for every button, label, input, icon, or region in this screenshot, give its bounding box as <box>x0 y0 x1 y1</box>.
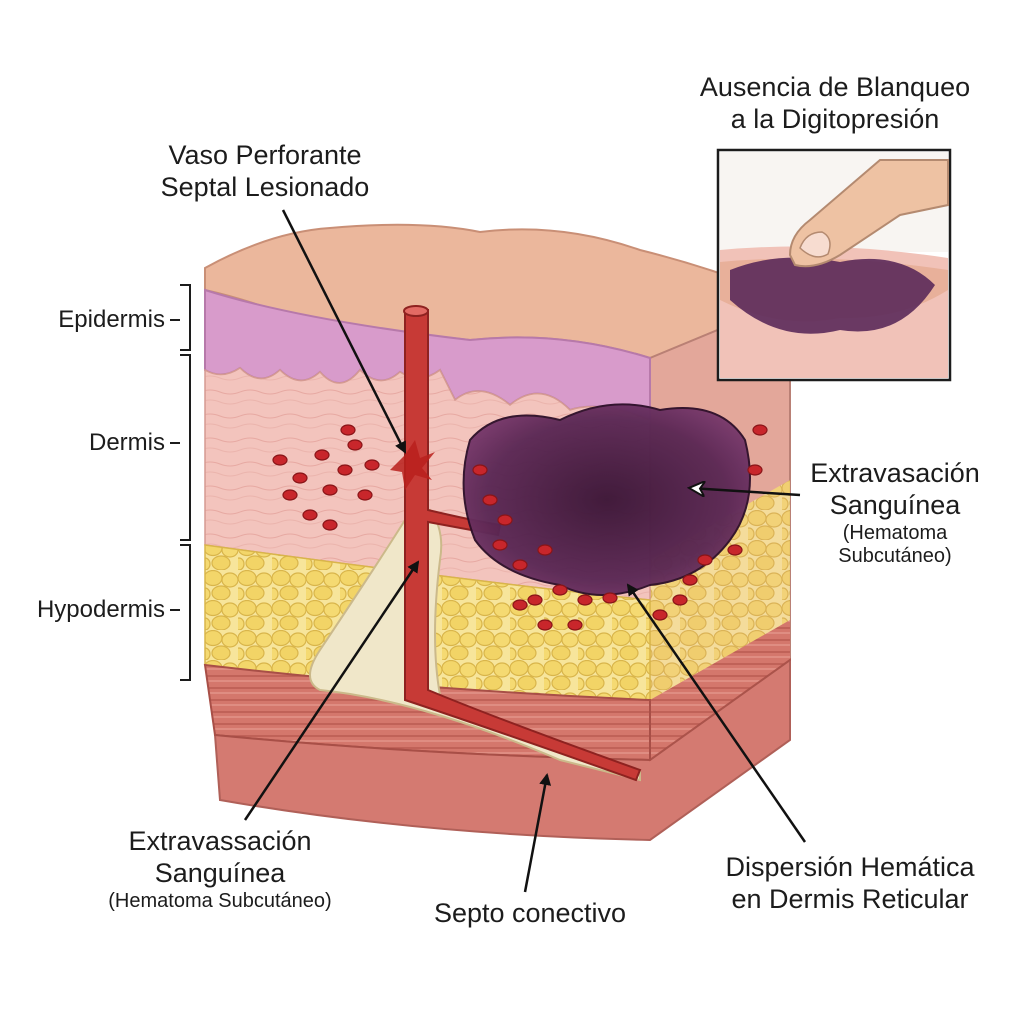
label-extrav-left-line-1: Extravassación <box>128 826 312 856</box>
label-dermis: Dermis <box>89 429 165 456</box>
label-extrav-right-line-3: (Hematoma <box>842 521 948 544</box>
label-arrows <box>243 209 807 893</box>
label-hypodermis: Hypodermis <box>36 596 165 623</box>
label-extravasacion-right: Extravasación Sanguínea (Hematoma Subcut… <box>795 458 995 569</box>
label-extrav-left-line-2: Sanguínea <box>154 857 286 888</box>
label-vaso-line-1: Vaso Perforante <box>168 140 362 170</box>
inset-title: Ausencia de Blanqueo a la Digitopresión <box>680 72 990 136</box>
label-epidermis: Epidermis <box>58 306 165 333</box>
label-extrav-left-line-3: (Hematoma Subcutáneo) <box>108 889 332 912</box>
label-dispersion-hematica: Dispersión Hemática en Dermis Reticular <box>700 852 1000 916</box>
inset-blanching-test <box>716 148 952 382</box>
label-vaso-perforante: Vaso Perforante Septal Lesionado <box>130 140 400 204</box>
inset-title-line-2: a la Digitopresión <box>730 103 940 134</box>
layer-brackets <box>170 284 191 681</box>
label-septo-conectivo: Septo conectivo <box>433 898 627 928</box>
inset-title-line-1: Ausencia de Blanqueo <box>699 72 971 102</box>
label-vaso-line-2: Septal Lesionado <box>160 171 370 202</box>
label-extrav-right-line-2: Sanguínea <box>829 489 961 520</box>
label-dispersion-line-2: en Dermis Reticular <box>731 883 969 914</box>
connective-septum <box>309 508 641 782</box>
red-blood-cell-icon <box>272 424 768 631</box>
label-dispersion-line-1: Dispersión Hemática <box>725 852 975 882</box>
label-extrav-right-line-4: Subcutáneo) <box>838 545 952 568</box>
hematoma <box>462 403 751 596</box>
label-extrav-right-line-1: Extravasación <box>810 458 980 488</box>
label-extravassacion-left: Extravassación Sanguínea (Hematoma Subcu… <box>70 826 370 913</box>
